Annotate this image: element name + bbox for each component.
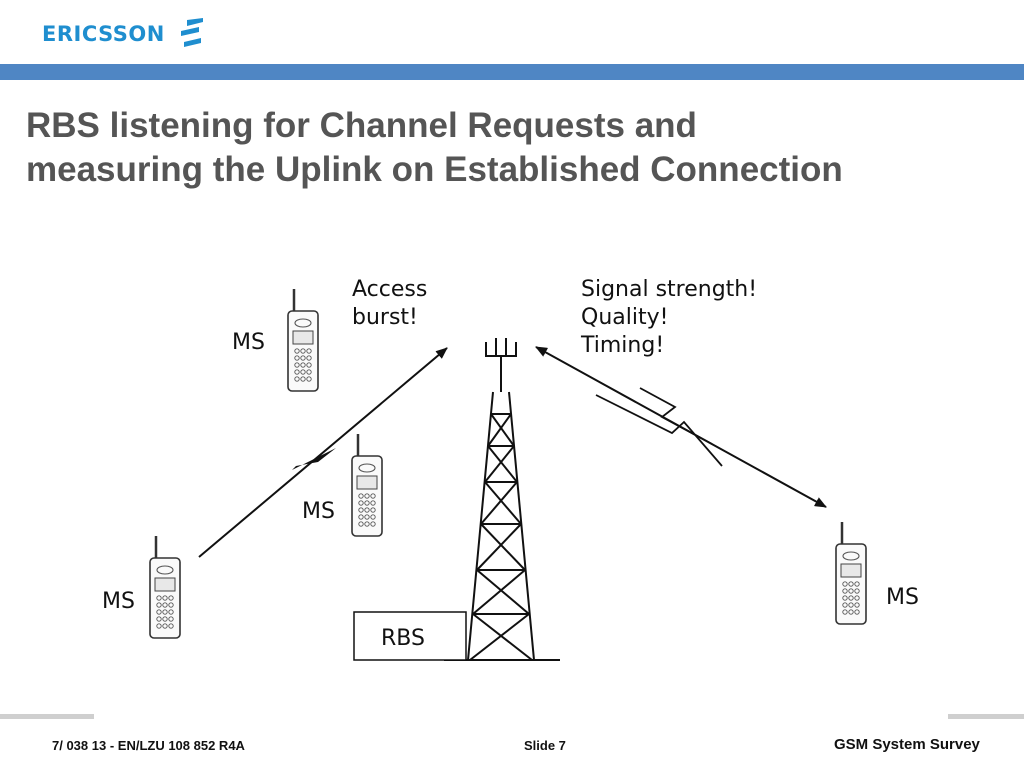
footer-divider-left — [0, 714, 94, 719]
access-burst-arrow — [198, 347, 448, 558]
footer-divider-right — [948, 714, 1024, 719]
mobile-phone-icon — [286, 287, 320, 393]
ms-label: MS — [302, 499, 335, 524]
slide-title: RBS listening for Channel Requests and m… — [26, 104, 1006, 192]
header-accent-bar — [0, 64, 1024, 80]
signal-strength-label: Signal strength! — [581, 277, 757, 302]
rbs-label: RBS — [381, 626, 425, 651]
lightning-bolt-icon — [595, 387, 723, 467]
lightning-bolt-icon — [292, 448, 336, 470]
footer-slide-number: Slide 7 — [524, 738, 566, 753]
timing-label: Timing! — [580, 333, 664, 358]
mobile-phone-icon — [834, 520, 868, 626]
access-burst-line-1: Access — [352, 277, 427, 302]
quality-label: Quality! — [581, 305, 668, 330]
ms-label: MS — [102, 589, 135, 614]
antenna-tower-icon — [444, 338, 560, 661]
ms-label: MS — [886, 585, 919, 610]
brand-name: ERICSSON — [42, 22, 165, 46]
slide-title-line-2: measuring the Uplink on Established Conn… — [26, 150, 843, 189]
footer-presentation-title: GSM System Survey — [834, 736, 980, 753]
measurements-label: Signal strength! Quality! Timing! — [580, 277, 764, 358]
rbs-box — [353, 611, 467, 661]
access-burst-line-2: burst! — [352, 305, 418, 330]
access-burst-label: Access burst! — [352, 277, 434, 330]
ericsson-logo: ERICSSON — [42, 18, 205, 50]
ericsson-logo-icon — [180, 18, 203, 47]
mobile-phone-icon — [148, 534, 182, 640]
footer-doc-ref: 7/ 038 13 - EN/LZU 108 852 R4A — [52, 738, 245, 753]
ms-label: MS — [232, 330, 265, 355]
slide-title-line-1: RBS listening for Channel Requests and — [26, 106, 697, 145]
mobile-phone-icon — [350, 432, 384, 538]
